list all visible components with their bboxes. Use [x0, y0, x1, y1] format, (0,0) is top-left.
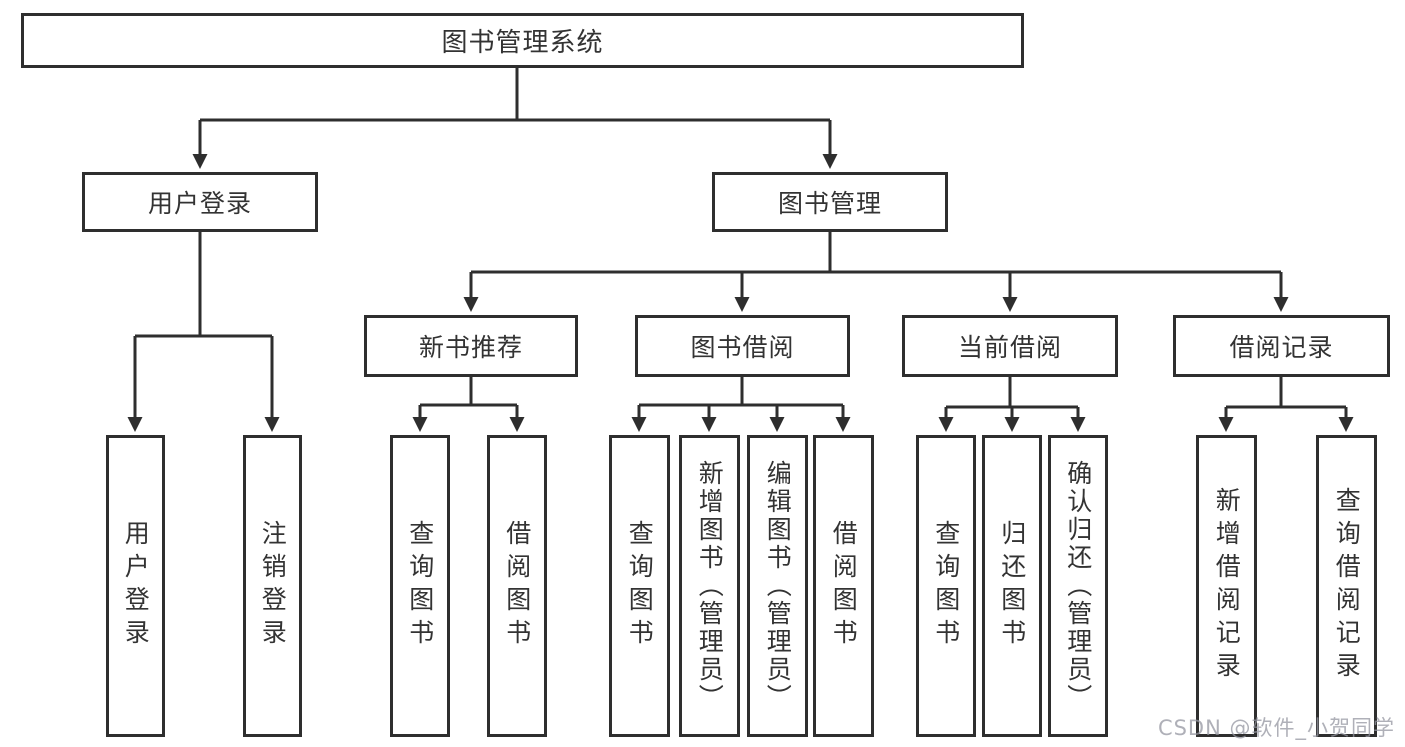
node-label: 注销登录 [258, 520, 288, 652]
node-label: 查询借阅记录 [1332, 487, 1362, 685]
leaf-recommend-query-books: 查询图书 [390, 435, 450, 737]
node-label: 新书推荐 [418, 333, 523, 362]
node-label: 借阅图书 [829, 520, 859, 652]
node-current-borrow: 当前借阅 [902, 315, 1118, 377]
node-label: 用户登录 [121, 520, 151, 652]
node-label: 查询图书 [625, 520, 655, 652]
connector-trunks [135, 68, 1346, 409]
node-label: 图书借阅 [690, 333, 795, 362]
leaf-user-login: 用户登录 [106, 435, 165, 737]
node-label: 查询图书 [405, 520, 435, 652]
node-label: 查询图书 [931, 520, 961, 652]
node-user-login: 用户登录 [82, 172, 318, 232]
leaf-borrow-books: 借阅图书 [813, 435, 874, 737]
node-new-book-recommend: 新书推荐 [364, 315, 578, 377]
node-label: 归还图书 [997, 520, 1027, 652]
node-book-management: 图书管理 [712, 172, 948, 232]
leaf-logout: 注销登录 [243, 435, 302, 737]
node-root-library-system: 图书管理系统 [21, 13, 1024, 68]
node-borrow-records: 借阅记录 [1173, 315, 1390, 377]
node-label: 新增借阅记录 [1212, 487, 1242, 685]
leaf-borrow-query-books: 查询图书 [609, 435, 670, 737]
leaf-confirm-return-admin: 确认归还（管理员） [1048, 435, 1108, 737]
node-label: 编辑图书（管理员） [763, 460, 793, 712]
node-label: 用户登录 [147, 189, 252, 218]
node-label: 图书管理系统 [441, 28, 604, 58]
leaf-query-borrow-record: 查询借阅记录 [1316, 435, 1377, 737]
node-book-borrow: 图书借阅 [635, 315, 850, 377]
leaf-add-books-admin: 新增图书（管理员） [679, 435, 740, 737]
node-label: 借阅记录 [1229, 333, 1334, 362]
node-label: 新增图书（管理员） [695, 460, 725, 712]
leaf-return-books: 归还图书 [982, 435, 1042, 737]
leaf-add-borrow-record: 新增借阅记录 [1196, 435, 1257, 737]
leaf-edit-books-admin: 编辑图书（管理员） [747, 435, 808, 737]
node-label: 借阅图书 [502, 520, 532, 652]
leaf-recommend-borrow-books: 借阅图书 [487, 435, 547, 737]
node-label: 图书管理 [777, 189, 882, 218]
leaf-current-query-books: 查询图书 [916, 435, 976, 737]
node-label: 确认归还（管理员） [1063, 460, 1093, 712]
node-label: 当前借阅 [957, 333, 1062, 362]
